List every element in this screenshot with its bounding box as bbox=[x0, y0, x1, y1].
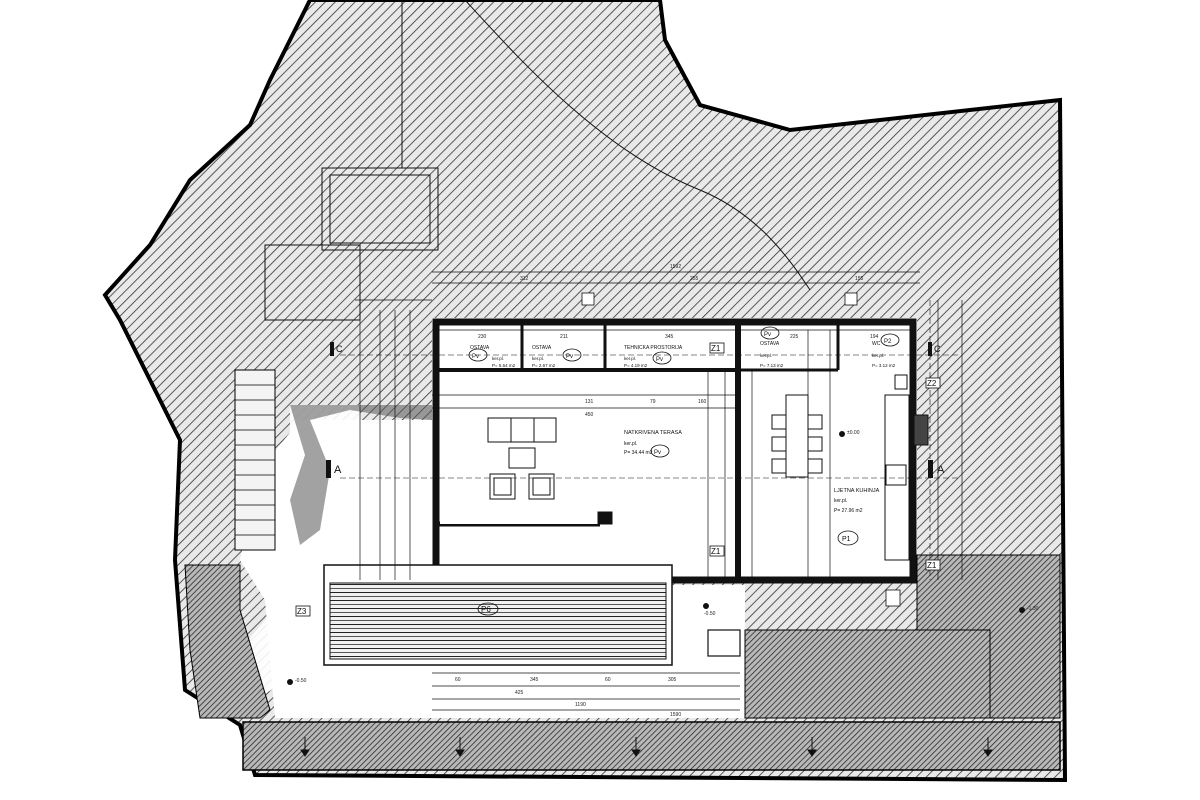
tag-z3: Z3 bbox=[297, 607, 307, 616]
tag-z1-bottom: Z1 bbox=[711, 547, 721, 556]
dim-bot-6: 1190 bbox=[575, 702, 586, 708]
dim-bot-2: 345 bbox=[530, 677, 539, 683]
room-floor: ker.pl. bbox=[624, 441, 637, 447]
room-tehnicka: TEHNICKA PROSTORIJA ker.pl. P= 4.19 m2 P… bbox=[624, 345, 683, 368]
dim-bot-4: 305 bbox=[668, 677, 677, 683]
paved-zone-bottom bbox=[242, 721, 1061, 771]
pool bbox=[323, 564, 741, 666]
dim-room-5: 194 bbox=[870, 334, 879, 340]
terrace-opening bbox=[440, 372, 735, 524]
dim-room-4: 225 bbox=[790, 334, 799, 340]
dim-room-3: 345 bbox=[665, 334, 674, 340]
room-floor: ker.pl. bbox=[760, 353, 772, 358]
room-area: P= 34.44 m2 bbox=[624, 450, 653, 456]
room-tag: P2 bbox=[884, 339, 892, 345]
room-name: TEHNICKA PROSTORIJA bbox=[624, 345, 683, 351]
section-a-right: A bbox=[937, 464, 945, 476]
existing-structure-outlines bbox=[264, 0, 811, 321]
dim-bot-5: 425 bbox=[515, 690, 524, 696]
room-floor: ker.pl. bbox=[532, 356, 544, 361]
tag-z2: Z2 bbox=[927, 379, 937, 388]
level-kitchen: ±0.00 bbox=[847, 430, 860, 436]
room-ostava-1: OSTAVA ker.pl. P= 5.64 m2 Pv bbox=[468, 345, 516, 368]
room-name: OSTAVA bbox=[760, 341, 780, 347]
room-name: OSTAVA bbox=[532, 345, 552, 351]
dim-top-3: 155 bbox=[855, 276, 864, 282]
left-garden-edge bbox=[240, 405, 360, 700]
dim-mid-4: 450 bbox=[585, 412, 594, 418]
dim-top-total: 1592 bbox=[670, 264, 681, 270]
tag-z1-top: Z1 bbox=[711, 344, 721, 353]
terrace-furniture bbox=[487, 417, 613, 525]
room-area: P= 27.96 m2 bbox=[834, 508, 863, 514]
room-terasa: NATKRIVENA TERASA ker.pl. P= 34.44 m2 Pv bbox=[624, 430, 682, 458]
dim-room-2: 211 bbox=[560, 334, 568, 340]
room-name: WC bbox=[872, 341, 881, 347]
dim-top-1: 312 bbox=[520, 276, 529, 282]
room-floor: ker.pl. bbox=[834, 498, 847, 504]
room-area: P= 7.13 m2 bbox=[760, 363, 784, 368]
building-walls bbox=[432, 318, 917, 584]
room-tag: Pv bbox=[656, 357, 663, 363]
room-ostava-2: OSTAVA ker.pl. P= 2.67 m2 Pv bbox=[532, 345, 582, 368]
room-area: P= 5.64 m2 bbox=[492, 363, 516, 368]
dim-bot-3: 60 bbox=[605, 677, 611, 683]
room-area: P= 4.19 m2 bbox=[624, 363, 648, 368]
section-a-left: A bbox=[334, 464, 342, 476]
room-kuhinja: LJETNA KUHINJA ker.pl. P= 27.96 m2 P1 bbox=[834, 488, 880, 546]
room-floor: ker.pl. bbox=[872, 353, 884, 358]
stairs bbox=[234, 369, 276, 551]
section-c-right: C bbox=[934, 344, 941, 354]
room-area: P= 2.67 m2 bbox=[532, 363, 556, 368]
room-floor: ker.pl. bbox=[492, 356, 504, 361]
tag-p6: P6 bbox=[481, 605, 491, 614]
room-ostava-3: OSTAVA ker.pl. P= 7.13 m2 Pv bbox=[760, 326, 784, 368]
drain-arrows bbox=[300, 737, 993, 757]
section-c-left: C bbox=[336, 344, 343, 354]
level-pool-terrace: -0.50 bbox=[704, 611, 716, 617]
paved-zone-left bbox=[184, 564, 271, 719]
room-name: NATKRIVENA TERASA bbox=[624, 430, 682, 436]
tag-z1-right: Z1 bbox=[927, 561, 937, 570]
dim-mid-2: 79 bbox=[650, 399, 656, 405]
room-tag: Pv bbox=[566, 354, 573, 360]
room-tag: P1 bbox=[842, 536, 851, 543]
dim-top-2: 255 bbox=[690, 276, 699, 282]
dim-bot-1: 60 bbox=[455, 677, 461, 683]
rock-edge bbox=[290, 405, 432, 545]
room-name: OSTAVA bbox=[470, 345, 490, 351]
level-markers: ±0.00 -0.50 -0.50 -1.30 bbox=[287, 430, 1039, 685]
room-wc: WC ker.pl. P= 3.12 m2 P2 bbox=[872, 333, 900, 368]
dim-mid-3: 160 bbox=[698, 399, 707, 405]
dim-bot-total: 1590 bbox=[670, 712, 681, 718]
dim-mid-1: 131 bbox=[585, 399, 594, 405]
section-marks: A A C C bbox=[326, 342, 945, 478]
room-floor: ker.pl. bbox=[624, 356, 636, 361]
paved-zone-lower bbox=[744, 629, 991, 719]
tag-boxes bbox=[295, 292, 941, 617]
room-name: LJETNA KUHINJA bbox=[834, 488, 880, 494]
dim-room-1: 230 bbox=[478, 334, 487, 340]
room-tag: Pv bbox=[764, 332, 771, 338]
level-garden: -0.50 bbox=[295, 678, 307, 684]
room-tag: Pv bbox=[654, 450, 661, 456]
room-tag: Pv bbox=[472, 354, 479, 360]
kitchen-furniture bbox=[771, 374, 929, 561]
room-area: P= 3.12 m2 bbox=[872, 363, 896, 368]
level-right-paving: -1.30 bbox=[1027, 606, 1039, 612]
